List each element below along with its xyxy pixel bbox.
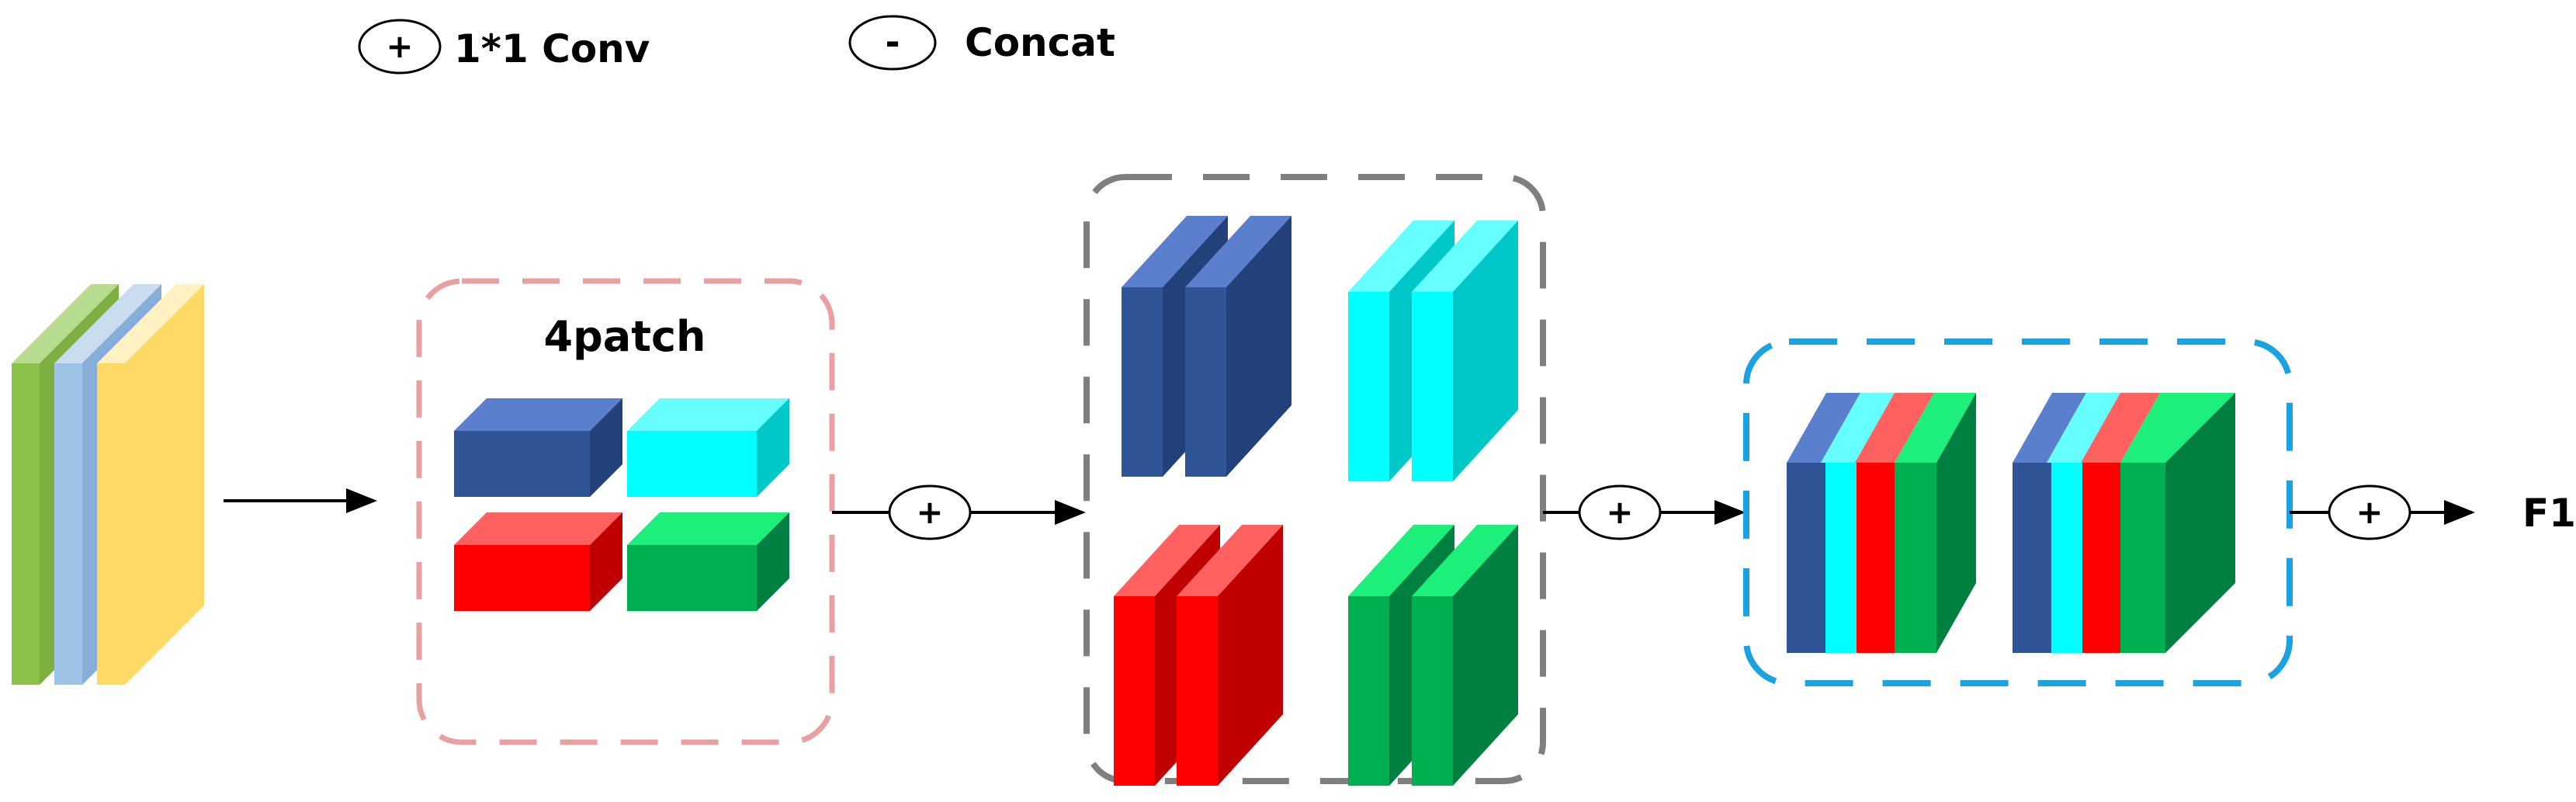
split-red-slabs bbox=[1114, 525, 1283, 786]
output-label: F1 bbox=[2522, 491, 2576, 536]
concat-symbol: - bbox=[885, 21, 900, 63]
legend-concat: - Concat bbox=[848, 15, 1115, 71]
patch-cyan bbox=[627, 398, 789, 497]
input-feature-stack bbox=[12, 284, 204, 685]
conv-symbol: + bbox=[386, 27, 413, 65]
input-slab-yellow-top bbox=[97, 284, 204, 363]
conv-op-1 bbox=[888, 484, 972, 540]
split-box-border bbox=[1083, 174, 1546, 784]
input-slab-blue-top bbox=[54, 284, 161, 363]
conv-op-2 bbox=[1578, 484, 1662, 540]
legend: + 1*1 Conv - Concat bbox=[358, 15, 1115, 75]
split-box bbox=[1083, 174, 1546, 786]
split-blue-slabs bbox=[1122, 216, 1291, 477]
patch-red bbox=[454, 512, 622, 611]
conv-label: 1*1 Conv bbox=[454, 26, 650, 71]
split-green-slabs bbox=[1348, 525, 1518, 786]
conv-op-1-symbol: + bbox=[916, 493, 943, 531]
input-slab-green-top bbox=[12, 284, 119, 363]
concat-block-2 bbox=[2013, 393, 2235, 653]
concat-symbol-ellipse bbox=[848, 15, 937, 71]
concat-block-1 bbox=[1787, 393, 1976, 653]
patch-box-title: 4patch bbox=[544, 312, 706, 361]
conv-op-3-symbol: + bbox=[2356, 493, 2383, 531]
legend-conv: + 1*1 Conv bbox=[358, 19, 650, 75]
input-slab-yellow-side bbox=[125, 284, 204, 685]
conv-op-2-symbol: + bbox=[1606, 493, 1633, 531]
input-slab-blue-front bbox=[54, 363, 82, 685]
conv-symbol-ellipse bbox=[358, 19, 442, 75]
patch-box: 4patch bbox=[416, 278, 835, 745]
concat-label: Concat bbox=[965, 20, 1115, 65]
patch-green bbox=[627, 512, 789, 611]
input-slab-yellow-front bbox=[97, 363, 125, 685]
concat-box bbox=[1743, 339, 2293, 686]
input-slab-green-front bbox=[12, 363, 40, 685]
patch-box-border bbox=[416, 278, 835, 745]
conv-op-3 bbox=[2328, 484, 2411, 540]
split-cyan-slabs bbox=[1348, 220, 1518, 481]
patch-blue bbox=[454, 398, 622, 497]
